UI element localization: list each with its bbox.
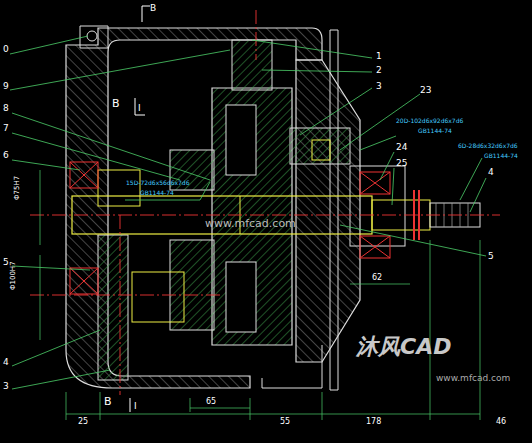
callout-number: 4 bbox=[3, 358, 9, 367]
callout-number: 0 bbox=[3, 45, 9, 54]
spline-note: 20D-102d6x92d6x7d6 bbox=[396, 118, 463, 124]
dimension: 178 bbox=[366, 418, 381, 426]
dimension: 62 bbox=[372, 274, 382, 282]
callout-number: 6 bbox=[3, 151, 9, 160]
callout-number: 5 bbox=[488, 252, 494, 261]
dimension: Φ75H7 bbox=[14, 176, 21, 200]
dimension: 55 bbox=[280, 418, 290, 426]
callout-number: 8 bbox=[3, 104, 9, 113]
section-mark: B bbox=[150, 4, 156, 13]
dimension: 46 bbox=[496, 418, 506, 426]
standard-note: GB1144-74 bbox=[140, 190, 174, 196]
callout-number: 3 bbox=[376, 82, 382, 91]
dimension: 65 bbox=[206, 398, 216, 406]
callout-number: 25 bbox=[396, 159, 407, 168]
section-mark: I bbox=[138, 104, 141, 113]
spline-note: 15D-72d6x56d6x7d6 bbox=[126, 180, 190, 186]
callout-number: 3 bbox=[3, 382, 9, 391]
watermark: 沐风CAD bbox=[356, 336, 451, 358]
callout-number: 23 bbox=[420, 86, 431, 95]
dimension: Φ100H7 bbox=[10, 261, 17, 290]
callout-number: 24 bbox=[396, 143, 407, 152]
standard-note: GB1144-74 bbox=[484, 153, 518, 159]
section-mark: B bbox=[104, 396, 112, 407]
section-mark: I bbox=[134, 402, 137, 411]
section-mark: B bbox=[112, 98, 120, 109]
callout-number: 2 bbox=[376, 66, 382, 75]
watermark: www.mfcad.com bbox=[436, 374, 510, 383]
dimension: 25 bbox=[78, 418, 88, 426]
standard-note: GB1144-74 bbox=[418, 128, 452, 134]
watermark: www.mfcad.com bbox=[205, 218, 296, 229]
callout-number: 5 bbox=[3, 258, 9, 267]
spline-note: 6D-28d6x32d6x7d6 bbox=[458, 143, 518, 149]
callout-number: 7 bbox=[3, 124, 9, 133]
callout-number: 9 bbox=[3, 82, 9, 91]
callout-number: 1 bbox=[376, 52, 382, 61]
callout-number: 4 bbox=[488, 168, 494, 177]
